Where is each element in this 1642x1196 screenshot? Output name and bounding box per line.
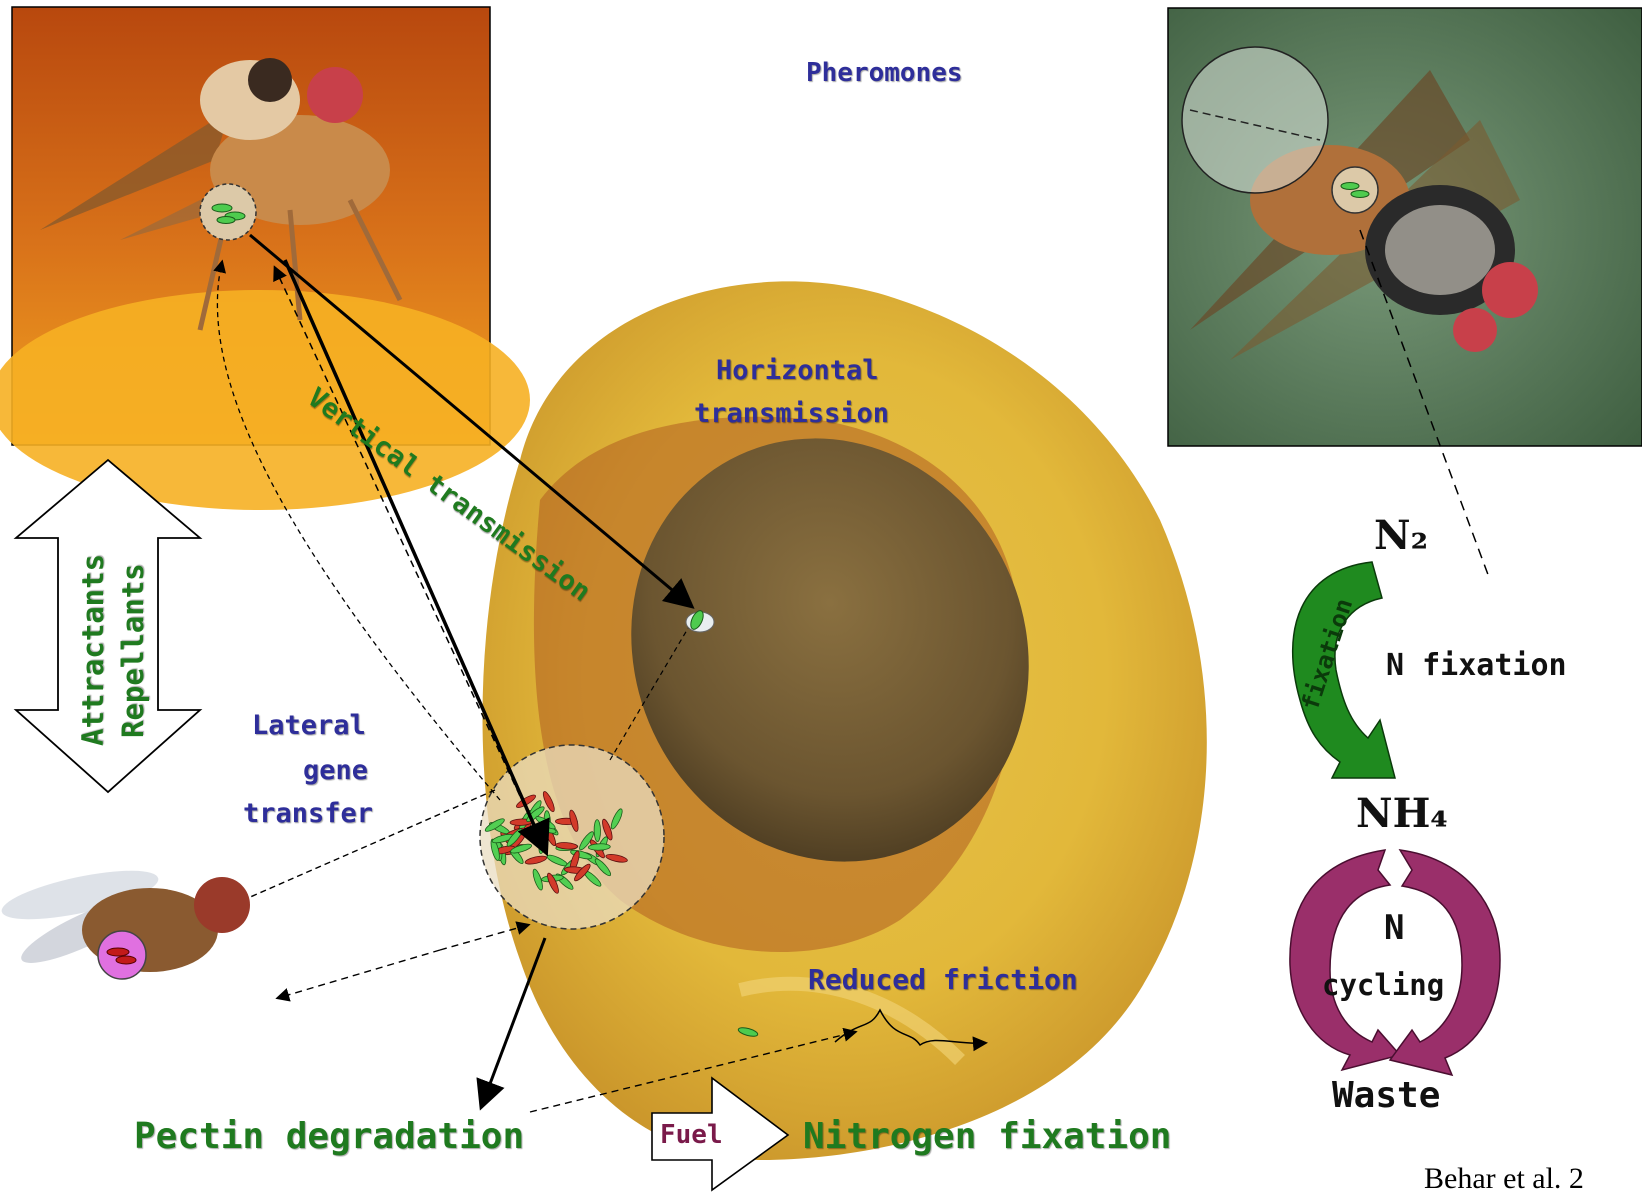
bacteria-colony (480, 745, 664, 929)
label-nitrogen-fixation: Nitrogen fixation (803, 1116, 1171, 1157)
label-pectin-degradation: Pectin degradation (134, 1116, 524, 1157)
label-n2: N₂ (1374, 512, 1428, 559)
label-lateral-2: gene (303, 755, 368, 786)
fly-photo-top-right (1168, 8, 1642, 446)
label-lateral-3: transfer (243, 798, 373, 829)
label-fuel: Fuel (660, 1120, 723, 1150)
label-pheromones: Pheromones (806, 58, 963, 88)
fly-photo-top-left (0, 7, 530, 510)
label-waste: Waste (1332, 1075, 1440, 1116)
label-n-cycling-2: cycling (1322, 968, 1444, 1002)
bacterium (594, 820, 601, 842)
citation: Behar et al. 2 (1424, 1162, 1584, 1196)
drosophila-photo (0, 861, 250, 979)
label-n-cycling-1: N (1384, 908, 1404, 948)
label-lateral-1: Lateral (252, 710, 366, 741)
label-nh4: NH₄ (1356, 790, 1448, 837)
label-horizontal-2: transmission (694, 398, 889, 429)
n-cycling-arrows (1290, 850, 1500, 1075)
label-n-fixation: N fixation (1386, 648, 1567, 683)
label-reduced-friction: Reduced friction (808, 963, 1078, 996)
label-horizontal-1: Horizontal (716, 355, 879, 386)
